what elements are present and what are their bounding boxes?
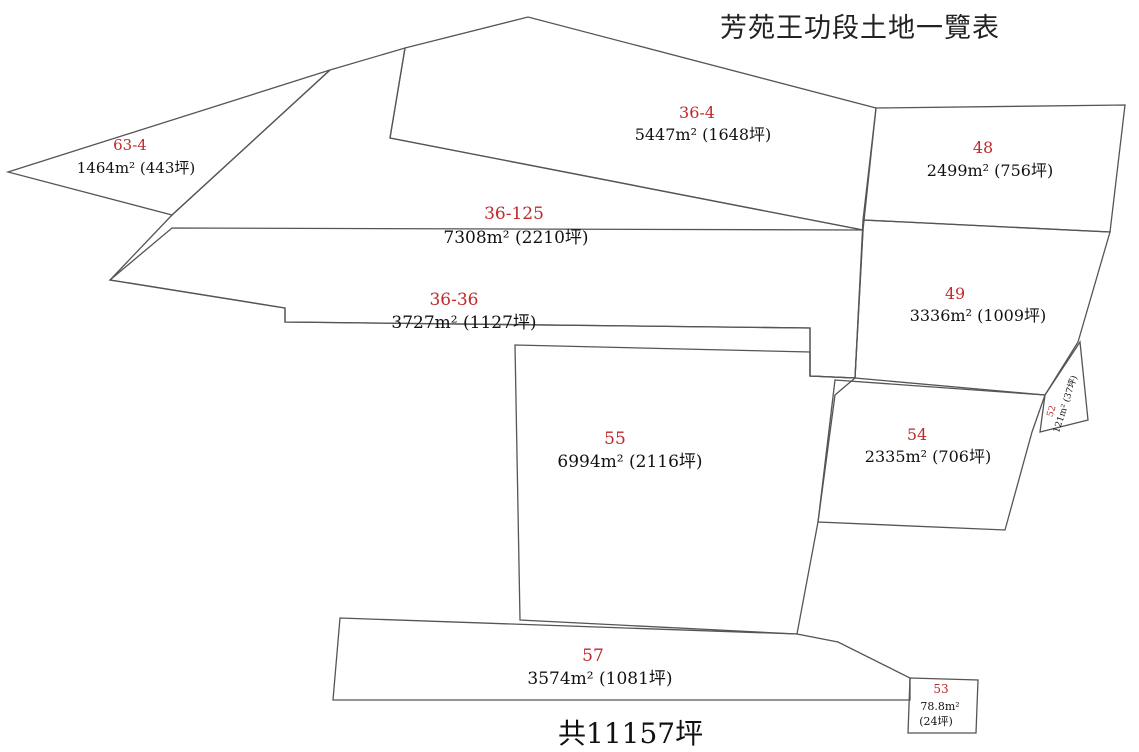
lot-area-48: 2499m² (756坪) — [927, 161, 1053, 180]
parcel-36-4[interactable] — [389, 16, 877, 231]
parcel-54[interactable] — [817, 379, 1046, 531]
lot-area-54: 2335m² (706坪) — [865, 447, 991, 466]
parcel-63-4[interactable] — [5, 69, 331, 216]
lot-area-36-4: 5447m² (1648坪) — [635, 125, 772, 144]
lot-area-49: 3336m² (1009坪) — [910, 306, 1047, 325]
lot-area-36-125: 7308m² (2210坪) — [443, 228, 588, 248]
parcel-52[interactable] — [1039, 340, 1089, 433]
lot-area-63-4: 1464m² (443坪) — [77, 159, 196, 177]
map-title: 芳苑王功段土地一覽表 — [720, 13, 1000, 44]
lot-number-53: 53 — [933, 682, 948, 696]
lot-area-55: 6994m² (2116坪) — [557, 452, 702, 472]
lot-number-57: 57 — [582, 646, 604, 666]
lot-area-53-ping: (24坪) — [919, 715, 953, 728]
lot-number-48: 48 — [973, 138, 993, 157]
lot-area-36-36: 3727m² (1127坪) — [391, 313, 536, 333]
total-area: 共11157坪 — [558, 717, 704, 750]
lot-number-63-4: 63-4 — [113, 136, 147, 154]
lot-area-53: 78.8m² — [920, 700, 959, 713]
lot-number-52: 52 — [1046, 404, 1059, 418]
lot-number-36-125: 36-125 — [484, 204, 544, 224]
parcel-36-36[interactable] — [108, 227, 864, 379]
parcel-55[interactable] — [514, 344, 857, 635]
lot-number-54: 54 — [907, 425, 927, 444]
lot-number-55: 55 — [604, 429, 626, 449]
lot-area-57: 3574m² (1081坪) — [527, 669, 672, 689]
lot-number-36-36: 36-36 — [429, 290, 478, 310]
lot-number-36-4: 36-4 — [679, 103, 715, 122]
parcel-53[interactable] — [907, 677, 979, 734]
lot-number-49: 49 — [945, 284, 965, 303]
